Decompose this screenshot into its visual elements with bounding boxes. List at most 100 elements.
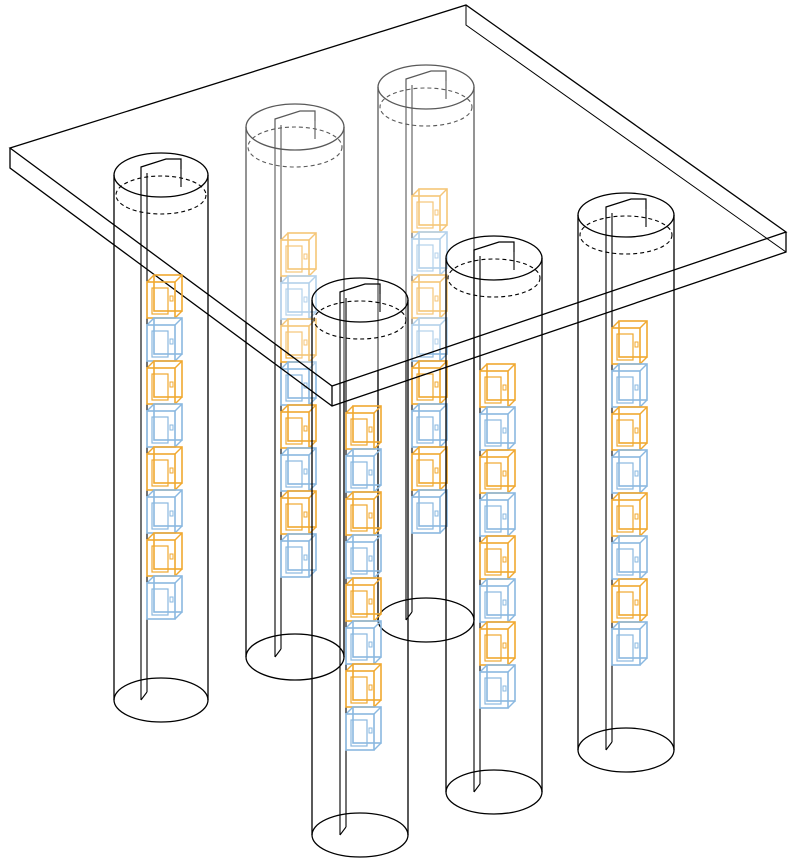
floor-slab <box>8 4 788 407</box>
unit-front-frame <box>411 496 441 534</box>
unit-front-frame <box>611 628 641 666</box>
unit-depth-edge <box>411 274 420 283</box>
unit-door-panel <box>416 287 434 315</box>
pillar-top-cap <box>377 64 475 110</box>
unit-depth-edge <box>639 614 648 623</box>
unit-door-panel <box>151 287 169 315</box>
unit-depth-edge <box>411 489 420 498</box>
unit-handle <box>303 511 308 518</box>
unit-depth-edge <box>507 657 516 666</box>
unit-front-frame <box>280 540 310 578</box>
unit-handle <box>169 338 174 345</box>
unit-depth-edge <box>373 620 382 629</box>
unit-depth-edge <box>345 663 354 672</box>
unit-door-panel <box>151 502 169 530</box>
unit-depth-edge <box>507 578 516 587</box>
pillar-floor-cutout-ring <box>379 87 473 127</box>
unit-handle <box>634 599 639 606</box>
unit-handle <box>368 512 373 519</box>
pillar-rail-foot <box>473 783 481 793</box>
unit-depth-edge <box>174 489 183 498</box>
unit-depth-edge <box>639 528 648 537</box>
unit-door-panel <box>484 376 502 404</box>
storage-unit-blue <box>479 664 516 709</box>
unit-depth-edge <box>280 361 289 370</box>
pillar-base <box>445 769 543 815</box>
pillar-base <box>311 812 409 858</box>
unit-handle <box>502 685 507 692</box>
unit-depth-edge <box>639 571 648 580</box>
unit-depth-edge <box>479 621 488 630</box>
unit-handle <box>634 427 639 434</box>
pillar-floor-cutout-ring <box>313 300 407 340</box>
unit-depth-edge <box>611 320 620 329</box>
pillar-4 <box>311 277 409 858</box>
unit-door-panel <box>285 460 303 488</box>
storage-unit-blue <box>280 533 317 578</box>
pillar-rail-foot <box>605 741 613 751</box>
unit-handle <box>303 554 308 561</box>
unit-depth-edge <box>479 578 488 587</box>
unit-depth-edge <box>479 449 488 458</box>
unit-depth-edge <box>146 317 155 326</box>
unit-door-panel <box>350 633 368 661</box>
pillar-top-bracket <box>339 283 381 302</box>
unit-depth-edge <box>373 656 382 665</box>
unit-door-panel <box>285 417 303 445</box>
unit-depth-edge <box>639 449 648 458</box>
storage-unit-orange <box>280 404 317 449</box>
unit-depth-edge <box>345 620 354 629</box>
pillar-top-bracket <box>274 110 316 129</box>
back-pillars-layer <box>245 64 475 681</box>
front-pillars-layer <box>113 152 675 858</box>
unit-depth-edge <box>611 363 620 372</box>
unit-depth-edge <box>507 363 516 372</box>
pillar-floor-cutout-ring <box>115 175 207 215</box>
unit-handle <box>169 467 174 474</box>
unit-depth-edge <box>345 448 354 457</box>
pillar-floor-cutout-ring <box>447 258 541 298</box>
unit-door-panel <box>616 462 634 490</box>
storage-unit-blue <box>146 317 183 362</box>
unit-door-panel <box>616 548 634 576</box>
unit-door-panel <box>350 719 368 747</box>
storage-unit-blue <box>146 403 183 448</box>
unit-depth-edge <box>411 317 420 326</box>
unit-depth-edge <box>174 439 183 448</box>
unit-depth-edge <box>373 742 382 751</box>
unit-depth-edge <box>174 353 183 362</box>
unit-depth-edge <box>507 406 516 415</box>
unit-depth-edge <box>174 568 183 577</box>
unit-depth-edge <box>308 268 317 277</box>
unit-handle <box>169 596 174 603</box>
unit-door-panel <box>151 588 169 616</box>
unit-door-panel <box>616 376 634 404</box>
unit-handle <box>634 384 639 391</box>
unit-depth-edge <box>439 224 448 233</box>
unit-depth-edge <box>373 491 382 500</box>
pillar-6 <box>577 192 675 773</box>
unit-handle <box>169 381 174 388</box>
unit-depth-edge <box>411 188 420 197</box>
unit-door-panel <box>285 245 303 273</box>
unit-depth-edge <box>507 449 516 458</box>
unit-door-panel <box>416 459 434 487</box>
unit-depth-edge <box>639 492 648 501</box>
unit-depth-edge <box>639 657 648 666</box>
unit-depth-edge <box>611 621 620 630</box>
unit-handle <box>502 642 507 649</box>
unit-handle <box>502 384 507 391</box>
pillar-base <box>113 677 209 723</box>
unit-depth-edge <box>345 405 354 414</box>
unit-door-panel <box>416 201 434 229</box>
unit-depth-edge <box>174 396 183 405</box>
pillar-3 <box>377 64 475 643</box>
storage-unit-blue <box>411 317 448 362</box>
unit-depth-edge <box>507 442 516 451</box>
unit-handle <box>434 467 439 474</box>
unit-depth-edge <box>507 614 516 623</box>
storage-unit-orange <box>479 535 516 580</box>
unit-handle <box>368 555 373 562</box>
unit-handle <box>303 339 308 346</box>
unit-door-panel <box>350 461 368 489</box>
